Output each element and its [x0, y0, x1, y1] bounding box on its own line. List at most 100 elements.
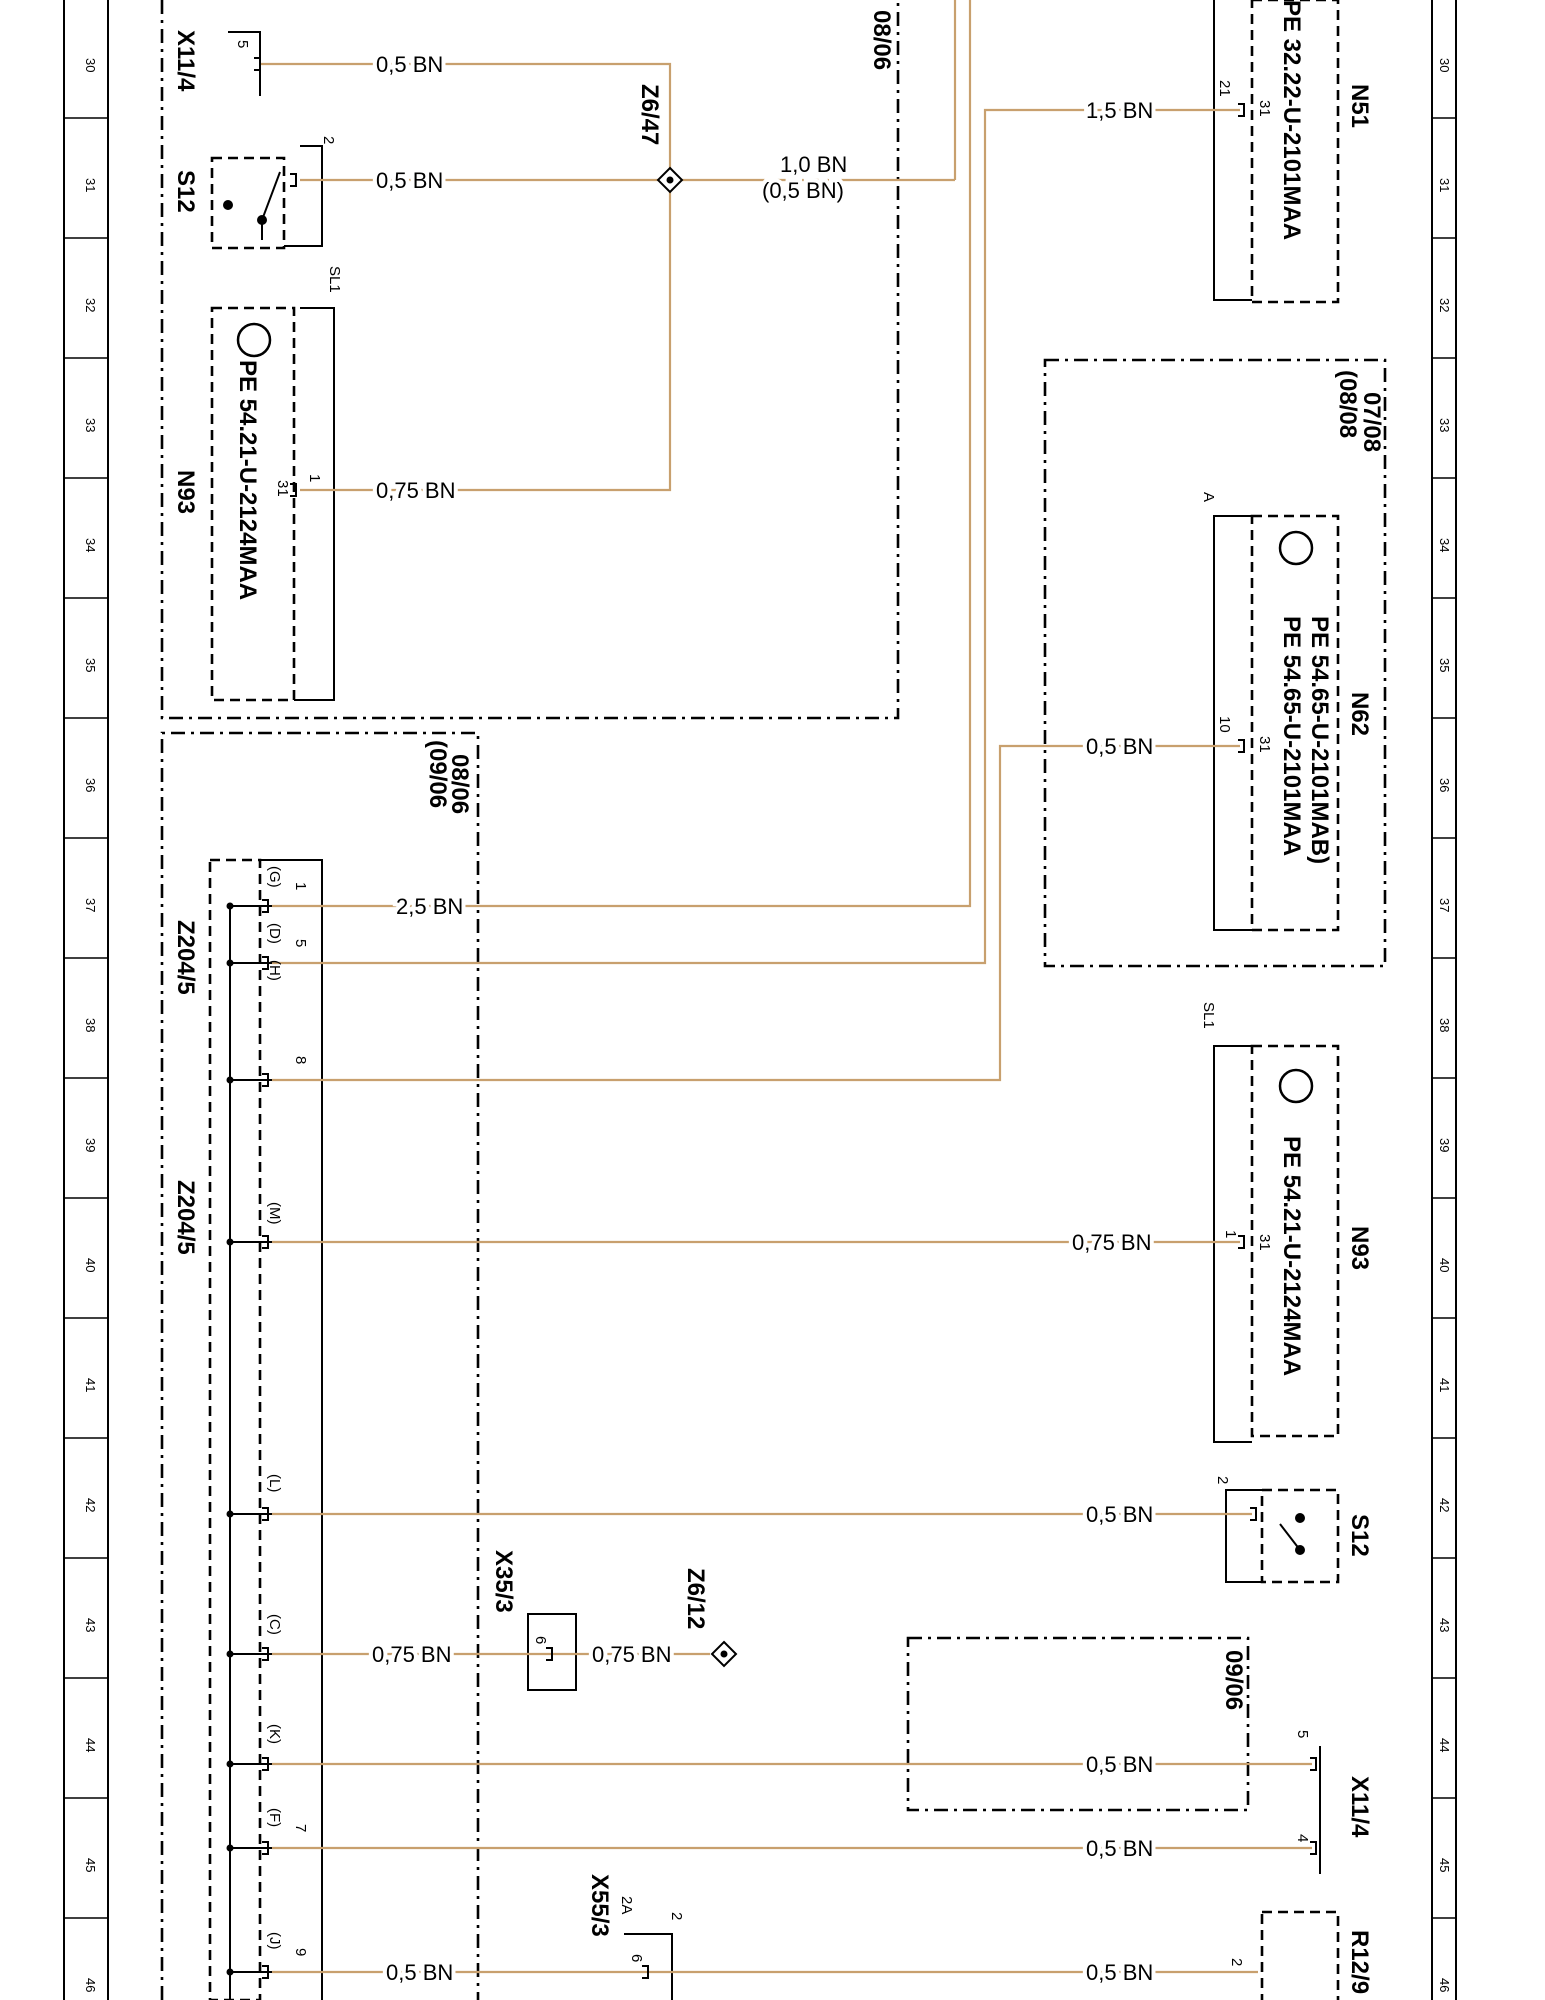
- z204-pin-number: 8: [292, 1056, 309, 1064]
- pin-mark: [262, 1235, 269, 1249]
- wire-label: 0,75 BN: [592, 1642, 672, 1667]
- part-n93-right: PE 54.21-U-2124MAA: [1278, 1136, 1305, 1376]
- pin-label: 10: [1216, 716, 1233, 733]
- component-n51: N51: [1346, 84, 1373, 128]
- grid-row-left: 38: [83, 1018, 98, 1032]
- pin-mark: [262, 1757, 269, 1771]
- grid-row-right: 43: [1437, 1618, 1452, 1632]
- wire-labels: 0,5 BN0,5 BN1,0 BN(0,5 BN)0,75 BN1,5 BN0…: [368, 48, 1157, 1989]
- grid-row-left: 32: [83, 298, 98, 312]
- pin-mark: [642, 1965, 649, 1979]
- grid-row-right: 45: [1437, 1858, 1452, 1872]
- s12-right-box: [1260, 1488, 1340, 1584]
- ref-07-08: 07/08: [1358, 392, 1385, 452]
- module-box-lower-left: [160, 731, 480, 2000]
- pin-label: 1: [1222, 1230, 1239, 1238]
- pin-label: 31: [1256, 100, 1273, 117]
- wire-label: 0,5 BN: [376, 52, 443, 77]
- wire-label: 0,5 BN: [386, 1960, 453, 1985]
- wire-label: 0,75 BN: [1072, 1230, 1152, 1255]
- component-n93-right: N93: [1346, 1226, 1373, 1270]
- wire-set: [260, 0, 1312, 1974]
- n93-right-outline: [1213, 1045, 1252, 1443]
- component-x55-3: X55/3: [586, 1874, 613, 1937]
- pin-mark: [262, 1965, 269, 1979]
- grid-row-left: 33: [83, 418, 98, 432]
- wire-label: 0,5 BN: [1086, 1502, 1153, 1527]
- grid-row-right: 37: [1437, 898, 1452, 912]
- pin-label: SL1: [326, 266, 343, 293]
- pin-mark: [1310, 1757, 1317, 1771]
- part-n93-top: PE 54.21-U-2124MAA: [234, 360, 261, 600]
- z204-pin-letter: (D): [266, 923, 283, 944]
- component-r12-9: R12/9: [1346, 1930, 1373, 1994]
- component-z6-12: Z6/12: [682, 1568, 709, 1629]
- z204-pin-letter: (M): [266, 1202, 283, 1225]
- x55-3-outline: [624, 1933, 673, 2000]
- wire-label: 0,5 BN: [376, 168, 443, 193]
- wire-label: 1,0 BN: [780, 152, 847, 177]
- z204-5-outline: [260, 859, 323, 2000]
- grid-row-left: 43: [83, 1618, 98, 1632]
- ref-08-06-mid: 08/06: [446, 754, 473, 814]
- module-box-x11-group: [906, 1636, 1250, 1812]
- splice-z6-47-icon: [656, 166, 684, 194]
- pin-label: 6: [628, 1954, 645, 1962]
- s12-right-switch-icon: [1279, 1513, 1305, 1555]
- grid-row-right: 36: [1437, 778, 1452, 792]
- pin-mark: [262, 1647, 269, 1661]
- pin-mark: [546, 1647, 553, 1661]
- pin-mark: [254, 57, 261, 71]
- part-n51: PE 32.22-U-2101MAA: [1278, 0, 1305, 240]
- wire-label: 0,5 BN: [1086, 1836, 1153, 1861]
- pin-label: 5: [234, 40, 251, 48]
- z204-pin-letter: (G): [266, 866, 283, 888]
- grid-row-right: 31: [1437, 178, 1452, 192]
- grid-row-left: 31: [83, 178, 98, 192]
- pin-label: A: [1200, 492, 1217, 502]
- n51-box: [1250, 0, 1340, 304]
- wire-label: (0,5 BN): [762, 178, 844, 203]
- pin-label: 31: [1256, 1234, 1273, 1251]
- z204-pin-number: 9: [292, 1948, 309, 1956]
- grid-row-right: 40: [1437, 1258, 1452, 1272]
- component-x11-4-top: X11/4: [172, 30, 199, 92]
- module-box-upper-left: [160, 0, 900, 720]
- grid-row-right: 42: [1437, 1498, 1452, 1512]
- module-box-n62-group: [1043, 358, 1387, 968]
- pin-mark: [290, 173, 297, 187]
- grid-row-right: 34: [1437, 538, 1452, 552]
- grid-row-right: 30: [1437, 58, 1452, 72]
- pin-label: 2: [1228, 1958, 1245, 1966]
- s12-switch-box: [210, 156, 286, 250]
- grid-row-right: 46: [1437, 1978, 1452, 1992]
- pin-mark: [1310, 1841, 1317, 1855]
- z204-pin-letter: (H): [266, 960, 283, 981]
- grid-row-right: 33: [1437, 418, 1452, 432]
- pin-mark: [262, 1073, 269, 1087]
- s12-top-outline: [284, 145, 323, 247]
- pin-label: 4: [1294, 1834, 1311, 1842]
- z204-5-box: [208, 858, 262, 2000]
- pin-mark: [1238, 739, 1245, 753]
- pin-mark: [262, 1507, 269, 1521]
- pin-mark: [1238, 1235, 1245, 1249]
- pin-mark: [290, 483, 297, 497]
- n93-top-outline: [294, 307, 335, 701]
- grid-row-right: 41: [1437, 1378, 1452, 1392]
- grid-row-left: 40: [83, 1258, 98, 1272]
- component-z6-47: Z6/47: [636, 84, 663, 145]
- z204-pin-number: 1: [292, 882, 309, 890]
- x35-3-outline: [527, 1613, 577, 1691]
- pin-label: 2A: [618, 1896, 635, 1914]
- component-s12-top: S12: [172, 170, 199, 213]
- n51-outline: [1213, 0, 1252, 301]
- z204-pin-number: 7: [292, 1824, 309, 1832]
- grid-row-left: 34: [83, 538, 98, 552]
- n93-right-box: [1250, 1044, 1340, 1438]
- pin-mark: [262, 1841, 269, 1855]
- ref-08-08: (08/08: [1334, 370, 1361, 438]
- part-n62-1: PE 54.65-U-2101MAA: [1278, 616, 1305, 856]
- pin-label: 2: [320, 136, 337, 144]
